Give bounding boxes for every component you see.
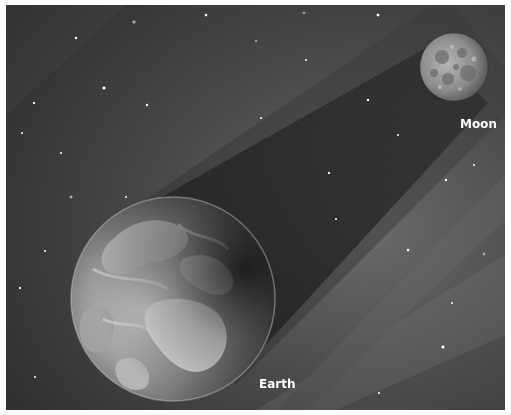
moon xyxy=(419,32,489,102)
stars xyxy=(18,11,486,394)
earth xyxy=(70,196,276,402)
earth-label: Earth xyxy=(259,377,296,391)
space-scene xyxy=(6,5,505,410)
moon-label: Moon xyxy=(460,117,497,131)
space-illustration: Moon Earth xyxy=(6,5,505,410)
light-rays xyxy=(6,5,505,410)
